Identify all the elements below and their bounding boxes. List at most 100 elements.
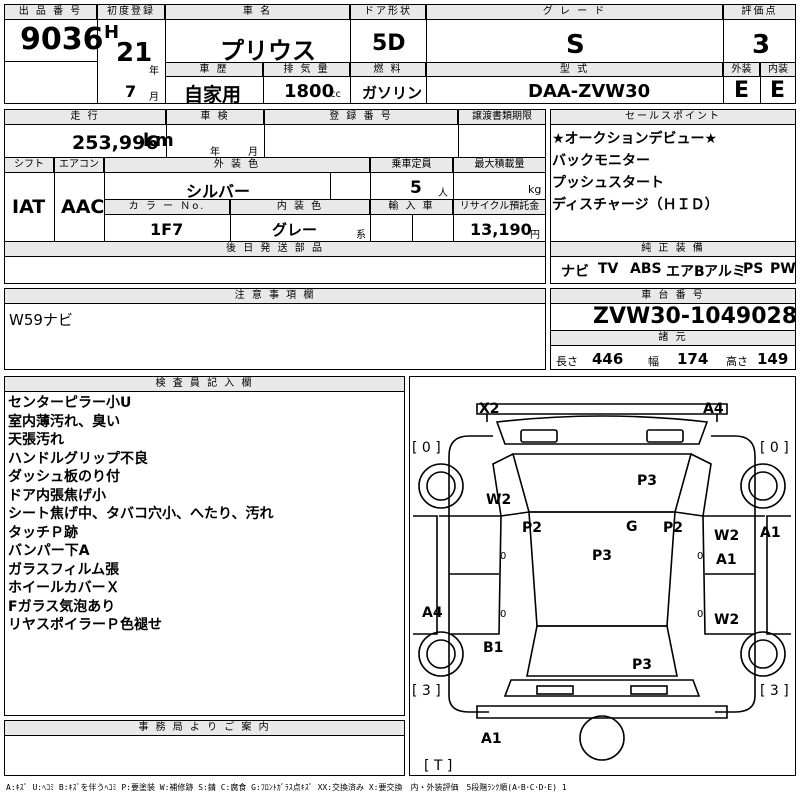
shift-value: IAT xyxy=(12,196,46,218)
yen-unit: 円 xyxy=(530,230,540,241)
inspector-note: リヤスポイラーＰ色褪せ xyxy=(8,617,162,633)
int-color-value: グレー xyxy=(272,221,318,239)
damage-mark: G xyxy=(626,519,638,535)
score-value: 3 xyxy=(752,30,771,60)
color-no-value: 1F7 xyxy=(150,220,184,239)
model-code-value: DAA-ZVW30 xyxy=(528,81,651,102)
grade-value: S xyxy=(566,30,585,60)
year-value: 21 xyxy=(116,38,153,68)
aircon-value: AAC xyxy=(61,196,105,218)
damage-mark: B1 xyxy=(483,640,504,656)
km-unit: km xyxy=(143,130,174,151)
damage-mark: A1 xyxy=(716,552,737,568)
persons-unit: 人 xyxy=(438,188,448,199)
genuine-header: 純 正 装 備 xyxy=(550,241,796,257)
inspector-note: 天張汚れ xyxy=(8,432,64,448)
fuel-value: ガソリン xyxy=(362,84,423,102)
capacity-header: 乗車定員 xyxy=(370,157,453,173)
inspector-header: 検 査 員 記 入 欄 xyxy=(4,376,405,392)
chassis-value: ZVW30-1049028 xyxy=(593,304,798,329)
color-no-header: カ ラ ー Ｎo. xyxy=(104,199,230,215)
tire-tread: [ 3 ] xyxy=(412,683,441,699)
month-unit: 月 xyxy=(149,92,159,103)
genuine-item: アルミ xyxy=(704,264,746,280)
inspector-note: シート焦げ中、タバコ穴小、へたり、汚れ xyxy=(8,506,274,522)
inspector-note: Fガラス気泡あり xyxy=(8,598,116,615)
ext-color-value: シルバー xyxy=(186,182,251,201)
chassis-header: 車 台 番 号 xyxy=(550,288,796,304)
tire-tread: [ 0 ] xyxy=(760,440,789,456)
tire-tread: [ T ] xyxy=(424,758,453,774)
reg-no-header: 登 録 番 号 xyxy=(264,109,458,125)
int-color-header: 内 装 色 xyxy=(230,199,370,215)
era-value: H xyxy=(104,22,120,43)
car-diagram xyxy=(413,403,791,761)
damage-mark: P3 xyxy=(637,473,658,489)
genuine-item: PS xyxy=(743,261,764,277)
later-parts-header: 後 日 発 送 部 品 xyxy=(4,241,546,257)
genuine-item: エアB xyxy=(666,264,705,280)
panel-zero: 0 xyxy=(500,551,507,562)
history-header: 車 歴 xyxy=(165,62,263,77)
max-load-header: 最大積載量 xyxy=(453,157,546,173)
month-value: 7 xyxy=(125,82,137,101)
height-label: 高さ xyxy=(726,355,748,368)
sales-point-item: プッシュスタート xyxy=(552,175,664,191)
inspector-note: バンパー下A xyxy=(8,543,90,559)
car-name-header: 車 名 xyxy=(165,4,350,20)
damage-mark: X2 xyxy=(479,401,500,417)
interior-value: E xyxy=(770,78,786,103)
score-header: 評価点 xyxy=(723,4,796,20)
recycle-header: リサイクル預託金 xyxy=(453,199,546,215)
inspector-note: ダッシュ板のり付 xyxy=(8,469,120,485)
legend: A:ｷｽﾞ U:ﾍｺﾐ B:ｷｽﾞを伴うﾍｺﾐ P:要塗装 W:補修跡 S:錆 … xyxy=(6,783,567,792)
interior-header: 内装 xyxy=(760,62,796,77)
import-header: 輸 入 車 xyxy=(370,199,453,215)
recycle-value: 13,190 xyxy=(470,220,532,239)
sales-point-item: ディスチャージ（ＨＩＤ） xyxy=(552,197,719,213)
kg-unit: kg xyxy=(528,183,542,196)
sales-point-item: ★オークションデビュー★ xyxy=(552,131,718,147)
exterior-value: E xyxy=(734,78,750,103)
panel-zero: 0 xyxy=(697,609,704,620)
mileage-value: 253,996 xyxy=(72,132,159,154)
damage-mark: W2 xyxy=(486,492,512,508)
damage-mark: W2 xyxy=(714,528,740,544)
damage-mark: P2 xyxy=(663,520,684,536)
history-value: 自家用 xyxy=(184,84,242,106)
inspection-month-unit: 月 xyxy=(248,147,258,158)
inspector-note: ハンドルグリップ不良 xyxy=(8,450,148,467)
tire-tread: [ 0 ] xyxy=(412,440,441,456)
panel-zero: 0 xyxy=(697,551,704,562)
lot-no-value: 9036 xyxy=(20,22,104,57)
panel-zero: 0 xyxy=(500,609,507,620)
tire-tread: [ 3 ] xyxy=(760,683,789,699)
car-name-value: プリウス xyxy=(220,37,316,65)
genuine-item: PW xyxy=(770,261,796,277)
sales-points-header: セールスポイント xyxy=(550,109,796,125)
height-value: 149 xyxy=(757,350,789,368)
ext-color-header: 外 装 色 xyxy=(104,157,370,173)
fuel-header: 燃 料 xyxy=(350,62,426,77)
shift-header: シフト xyxy=(4,157,54,173)
inspection-year-unit: 年 xyxy=(210,147,220,158)
genuine-item: TV xyxy=(598,261,619,277)
grade-header: グ レ ー ド xyxy=(426,4,723,20)
damage-mark: A1 xyxy=(760,525,781,541)
transfer-header: 譲渡書類期限 xyxy=(458,109,546,125)
inspector-note: ホイールカバーＸ xyxy=(8,580,120,596)
genuine-item: ナビ xyxy=(561,264,589,280)
damage-mark: P2 xyxy=(522,520,543,536)
damage-mark: A4 xyxy=(703,401,724,417)
dims-header: 諸 元 xyxy=(550,330,796,346)
width-value: 174 xyxy=(677,350,709,368)
year-unit: 年 xyxy=(149,66,159,77)
damage-mark: P3 xyxy=(592,548,613,564)
damage-mark: P3 xyxy=(632,657,653,673)
damage-mark: A1 xyxy=(481,731,502,747)
inspector-note: タッチＰ跡 xyxy=(8,524,78,541)
capacity-value: 5 xyxy=(410,178,422,198)
exterior-header: 外装 xyxy=(723,62,760,77)
first-reg-header: 初度登録 xyxy=(97,4,165,20)
door-value: 5D xyxy=(372,31,406,56)
